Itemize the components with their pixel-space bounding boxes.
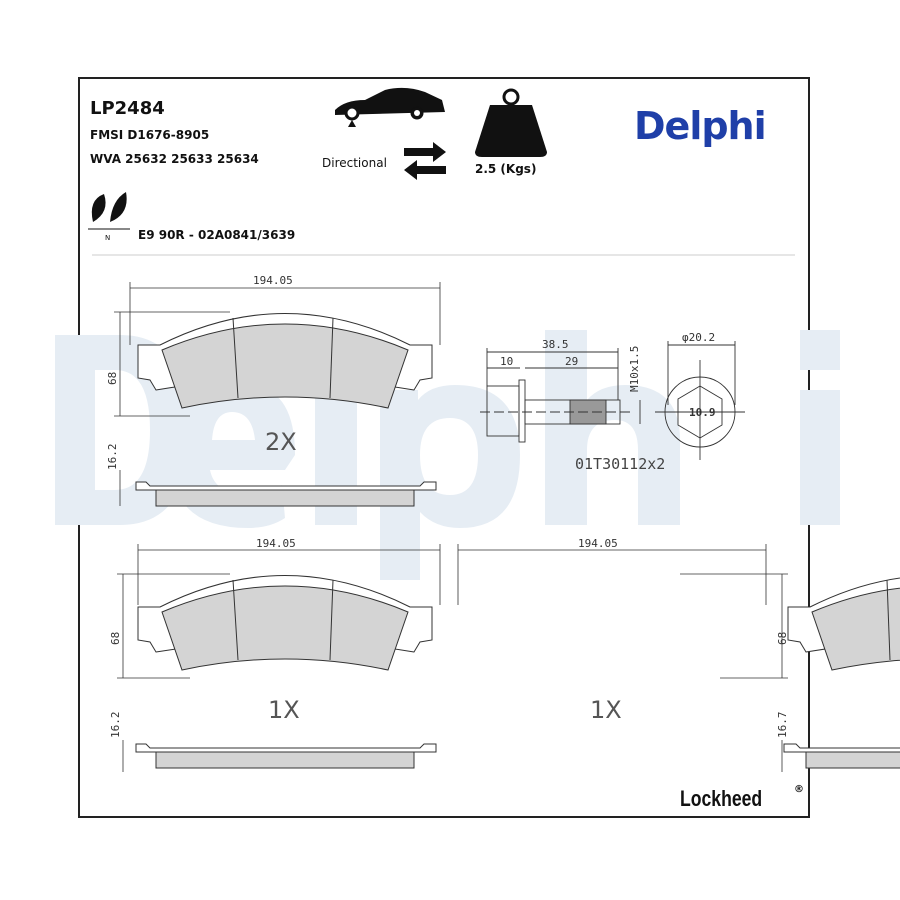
weight-label: 2.5 (Kgs): [475, 162, 537, 176]
approval-number: E9 90R - 02A0841/3639: [138, 228, 296, 242]
height-dimension: 68: [776, 632, 789, 645]
directional-arrows-icon: [404, 142, 446, 180]
brake-pad-outer-edge: [783, 743, 900, 769]
bolt-head-length: 10: [500, 355, 513, 368]
bolt-length: 38.5: [542, 338, 569, 351]
thickness-dimension: 16.2: [106, 444, 119, 471]
delphi-logo: Delphi: [634, 104, 767, 148]
bolt-end-view: [655, 341, 745, 460]
bolt-side-view: [480, 348, 641, 443]
width-dimension: 194.05: [256, 537, 296, 550]
thickness-dimension: 16.2: [109, 712, 122, 739]
brake-pad-outer-view: [787, 575, 900, 671]
quantity-label: 2X: [265, 428, 297, 456]
dimension-lines-top: [114, 282, 441, 506]
directional-label: Directional: [322, 156, 387, 170]
quantity-label: 1X: [268, 696, 300, 724]
fmsi-number: FMSI D1676-8905: [90, 128, 210, 142]
bolt-shank-length: 29: [565, 355, 578, 368]
part-number: LP2484: [90, 98, 165, 119]
height-dimension: 68: [106, 372, 119, 385]
bolt-thread: M10x1.5: [628, 346, 641, 392]
width-dimension: 194.05: [253, 274, 293, 287]
bolt-grade: 10.9: [689, 406, 716, 419]
brake-pad-edge-view: [135, 481, 437, 507]
car-on-lift-icon: [335, 87, 445, 127]
eco-leaf-icon: [88, 192, 130, 230]
height-dimension: 68: [109, 632, 122, 645]
brake-pad-inner-edge: [135, 743, 437, 769]
lockheed-logo: Lockheed: [680, 786, 763, 811]
bolt-diameter: φ20.2: [682, 331, 715, 344]
quantity-label: 1X: [590, 696, 622, 724]
brake-pad-inner-view: [137, 575, 433, 671]
eco-mark-letter: N: [105, 234, 110, 242]
wva-numbers: WVA 25632 25633 25634: [90, 152, 259, 166]
bolt-part-number: 01T30112x2: [575, 455, 665, 473]
thickness-dimension: 16.7: [776, 712, 789, 739]
brake-pad-top-view: [137, 313, 433, 409]
width-dimension: 194.05: [578, 537, 618, 550]
weight-icon: [475, 88, 547, 157]
registered-mark: ®: [794, 784, 804, 795]
